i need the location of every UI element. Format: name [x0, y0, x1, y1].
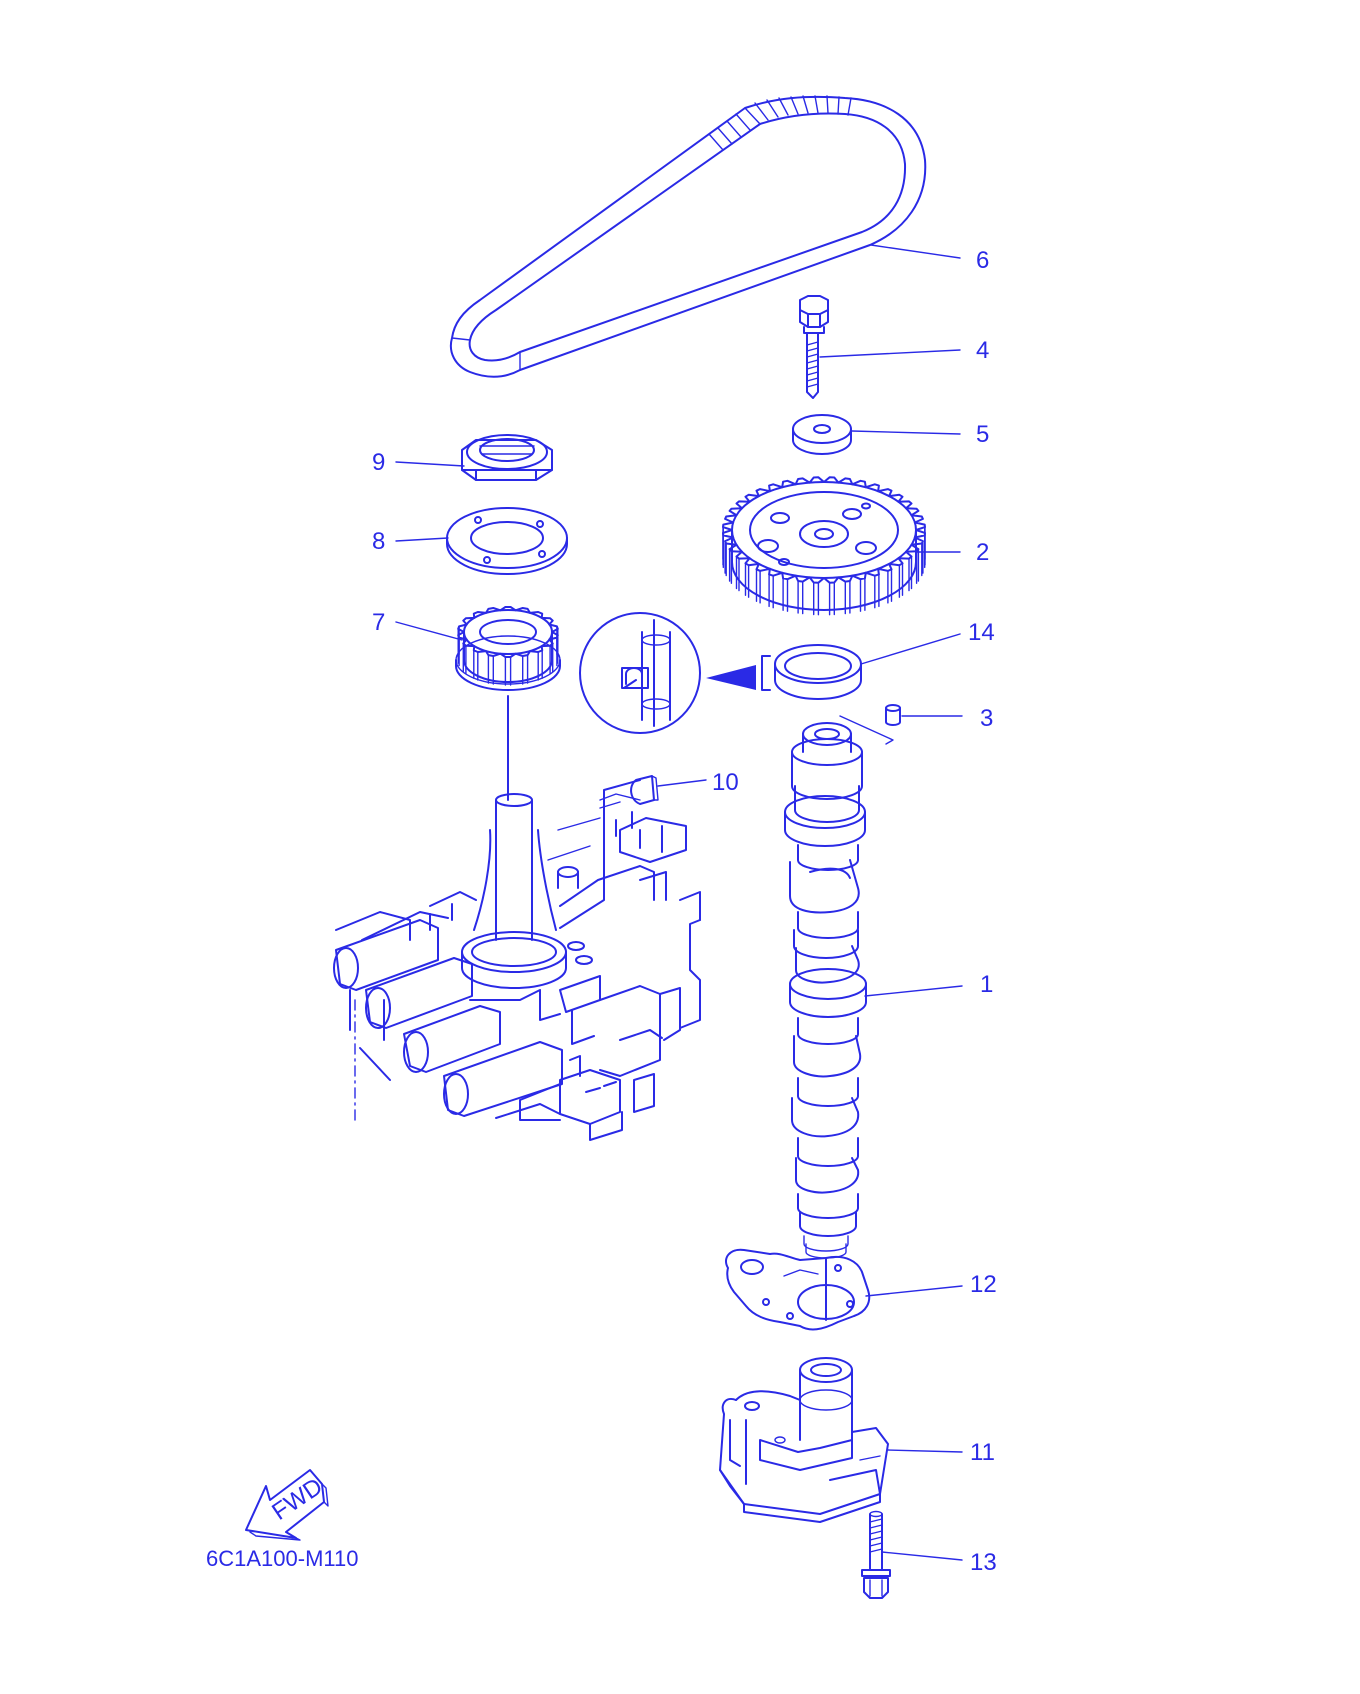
label-6: 6 [976, 247, 989, 274]
label-14: 14 [968, 619, 995, 646]
gear-tooth [504, 656, 512, 686]
gasket-12 [725, 1248, 871, 1331]
fwd-arrow-icon: FWD [245, 1469, 329, 1541]
label-11: 11 [970, 1439, 995, 1466]
label-4: 4 [976, 337, 989, 364]
woodruff-key-10 [630, 775, 659, 805]
label-2: 2 [976, 539, 989, 566]
label-8: 8 [372, 528, 385, 555]
diagram-code: 6C1A100-M110 [206, 1546, 358, 1571]
label-9: 9 [372, 449, 385, 476]
gear-tooth [908, 555, 913, 592]
crankshaft-sprocket-7 [455, 606, 561, 801]
label-1: 1 [980, 971, 993, 998]
gear-rim [457, 606, 559, 658]
oil-seal-14 [761, 644, 862, 700]
gear-tooth [744, 562, 750, 598]
detail-callout-icon [579, 612, 756, 734]
label-10: 10 [712, 769, 739, 796]
label-5: 5 [976, 421, 989, 448]
gear-tooth [735, 555, 740, 592]
gear-tooth [887, 568, 893, 604]
nut-9 [461, 434, 553, 481]
part-labels: 6 4 5 2 14 3 1 12 11 13 9 8 7 10 [372, 247, 997, 1576]
timing-belt [450, 95, 927, 378]
gear-tooth [755, 568, 761, 604]
dowel-pin-3 [839, 704, 901, 745]
gear-tooth [724, 540, 727, 577]
camshaft-pulley-2 [722, 476, 926, 616]
gear-tooth [487, 654, 494, 685]
cylinder-block [333, 779, 701, 1141]
label-13: 13 [970, 1549, 997, 1576]
gear-tooth [921, 540, 924, 577]
gear-tooth [522, 654, 529, 685]
camshaft-1 [784, 722, 867, 1321]
leader-lines [395, 244, 963, 1561]
oil-pump-11 [719, 1357, 889, 1523]
label-12: 12 [970, 1271, 997, 1298]
plate-8 [446, 507, 568, 575]
bolt-13 [861, 1510, 891, 1599]
washer-5 [792, 414, 852, 455]
bolt-4 [799, 295, 829, 399]
gear-tooth [898, 562, 904, 598]
label-3: 3 [980, 705, 993, 732]
label-7: 7 [372, 609, 385, 636]
